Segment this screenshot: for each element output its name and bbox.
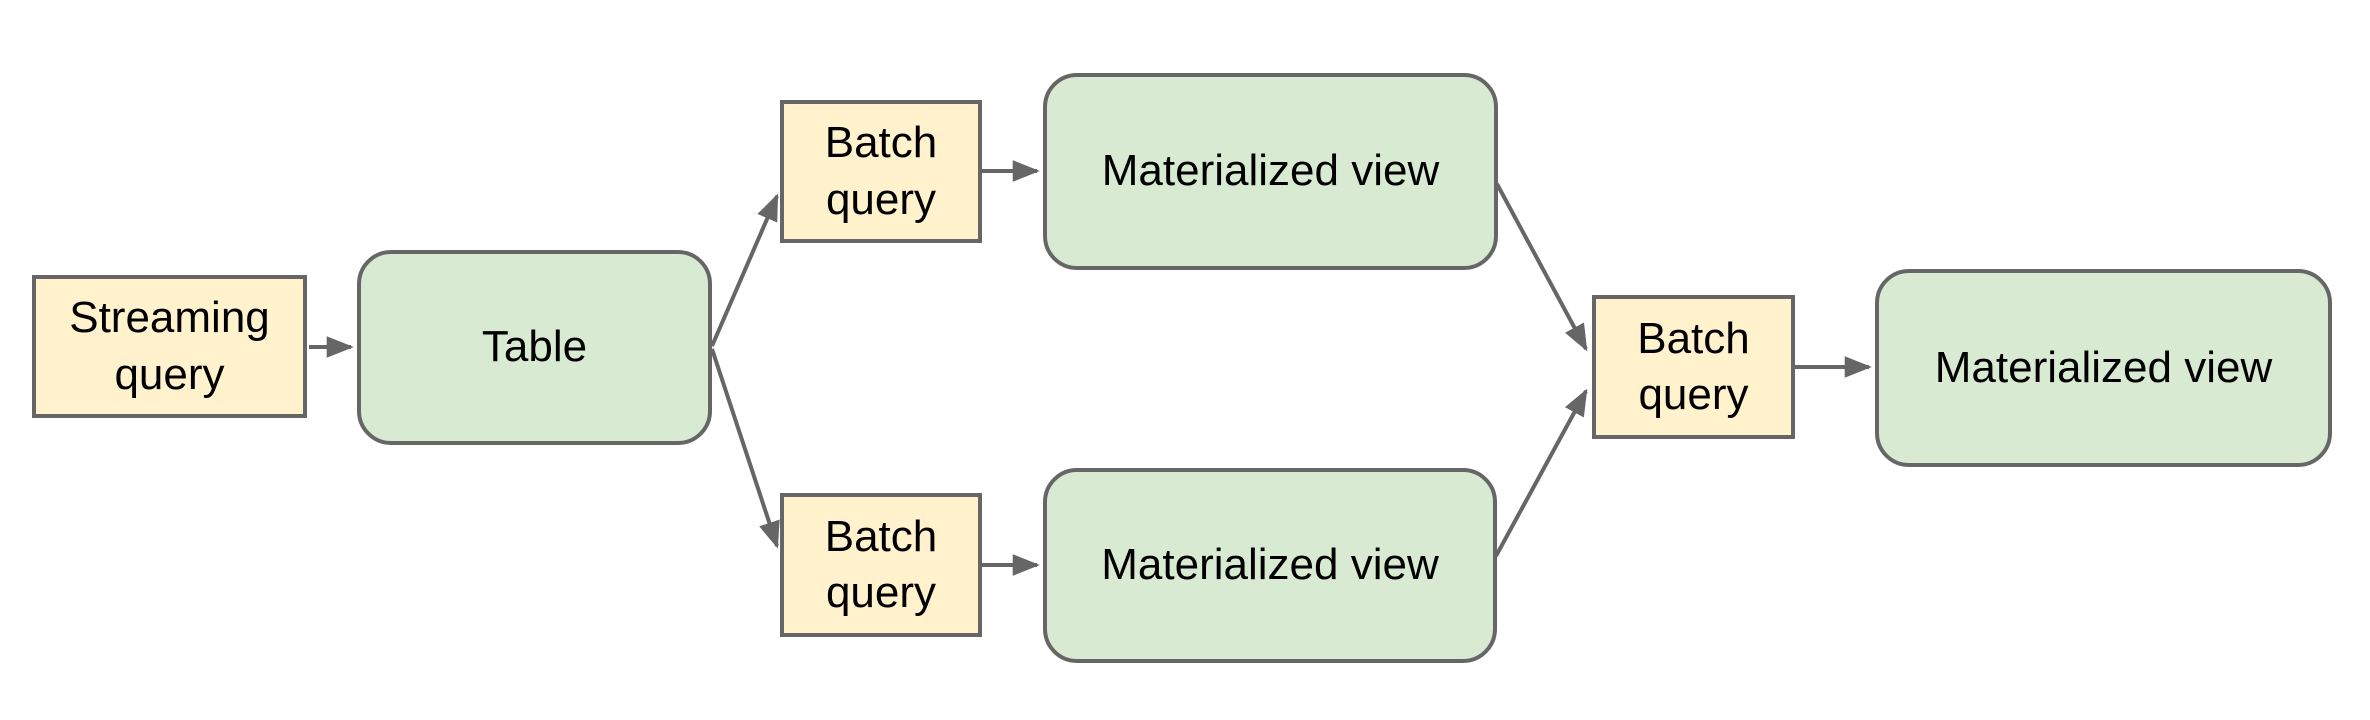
node-label: Materialized view — [1101, 540, 1439, 590]
node-label: Table — [481, 322, 588, 372]
node-materialized-view-top: Materialized view — [1043, 73, 1498, 270]
arrow-table-to-batch-query-bottom — [710, 348, 780, 549]
node-streaming-query: Streaming query — [32, 275, 307, 418]
arrow-materialized-view-top-to-batch-query-right — [1495, 183, 1588, 352]
node-label: Materialized view — [1101, 146, 1440, 196]
node-table: Table — [357, 250, 712, 445]
node-label: Batch query — [1637, 313, 1750, 419]
node-label: Batch query — [824, 511, 938, 617]
node-materialized-view-final: Materialized view — [1875, 269, 2332, 467]
node-batch-query-bottom: Batch query — [780, 493, 982, 637]
arrow-materialized-view-bottom-to-batch-query-right — [1494, 388, 1588, 557]
node-materialized-view-bottom: Materialized view — [1043, 468, 1497, 663]
node-label: Batch query — [824, 118, 938, 224]
node-batch-query-top: Batch query — [780, 100, 982, 243]
node-batch-query-right: Batch query — [1592, 295, 1795, 439]
node-label: Materialized view — [1934, 342, 2273, 392]
arrow-table-to-batch-query-top — [710, 193, 779, 347]
node-label: Streaming query — [69, 293, 270, 399]
